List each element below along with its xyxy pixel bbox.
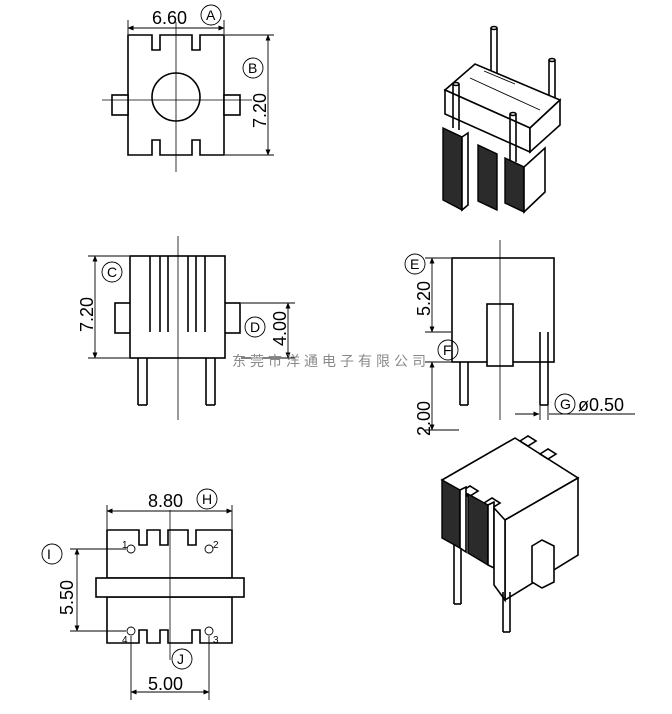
callout-c: C [107, 264, 117, 280]
side-pin-length-dim: 2.00 [414, 401, 434, 436]
pin-number-2: 2 [213, 540, 219, 551]
bottom-pitch-dim: 5.00 [148, 674, 183, 694]
front-height-dim: 7.20 [77, 297, 97, 332]
pin-number-4: 4 [122, 635, 128, 646]
isometric-view-bottom [440, 435, 580, 633]
company-watermark: 东莞市洋通电子有限公司 [232, 353, 430, 370]
side-body-height-dim: 5.20 [414, 281, 434, 316]
callout-e: E [410, 256, 419, 272]
front-pin-height-dim: 4.00 [270, 311, 290, 346]
top-view: 6.60 A 7.20 B [102, 4, 274, 172]
callout-b: B [248, 60, 257, 76]
callout-i: I [47, 546, 51, 562]
callout-d: D [250, 319, 260, 335]
pin-number-1: 1 [122, 540, 128, 551]
callout-h: H [202, 491, 212, 507]
isometric-view-top [442, 25, 562, 214]
top-height-dim: 7.20 [250, 93, 270, 128]
callout-g: G [560, 396, 571, 412]
bottom-height-dim: 5.50 [57, 580, 77, 615]
callout-j: J [177, 651, 184, 667]
pin-number-3: 3 [213, 635, 219, 646]
bottom-view: 1 2 4 3 8.80 H 5.50 I 5.00 J [41, 488, 245, 700]
callout-f: F [443, 342, 452, 358]
bottom-width-dim: 8.80 [148, 491, 183, 511]
pin-diameter-dim: ø0.50 [578, 395, 624, 415]
top-width-dim: 6.60 [152, 8, 187, 28]
side-view: 5.20 E 2.00 F G ø0.50 [404, 240, 635, 436]
front-view: 7.20 C 4.00 D [77, 236, 295, 420]
callout-a: A [206, 7, 216, 23]
